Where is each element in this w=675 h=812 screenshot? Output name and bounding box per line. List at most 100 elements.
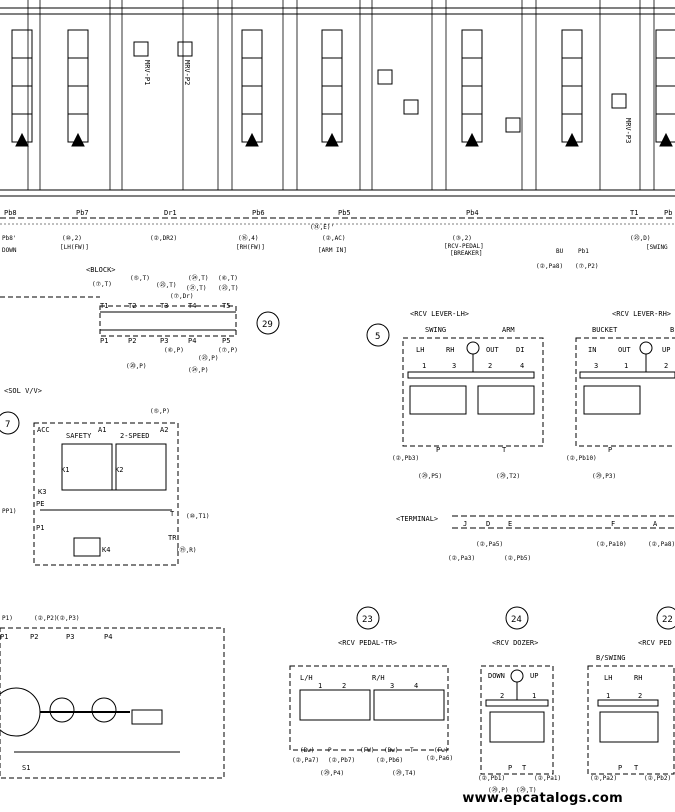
sol-label: K3 xyxy=(38,488,46,496)
pilot-bus xyxy=(0,217,675,225)
pedal2-label: LH xyxy=(604,674,612,682)
block-ref: (⑥,T) xyxy=(218,275,238,282)
pedal-tr-ref: (②,Pb6) xyxy=(376,757,403,764)
bus-port-label: Pb xyxy=(664,209,672,217)
block-port-top: T3 xyxy=(160,302,168,310)
spool-section xyxy=(241,85,263,115)
rcv-pedal-tr-title: <RCV PEDAL-TR> xyxy=(338,639,397,647)
spool-section xyxy=(461,57,483,87)
pedal-tr-bottom: (FW) xyxy=(360,747,374,754)
spool-section xyxy=(321,57,343,87)
spool-section xyxy=(67,29,89,59)
dozer-label: P xyxy=(508,764,512,772)
rcv-lh-title: <RCV LEVER-LH> xyxy=(410,310,469,318)
block-number: 29 xyxy=(262,320,273,330)
block-ref: (⑤,T) xyxy=(130,275,150,282)
block-ref: (㉑,T) xyxy=(186,284,206,292)
sol-ref: (⑤,P) xyxy=(150,408,170,415)
bus-ref-label: [BREAKER] xyxy=(450,250,483,257)
pump-label: P2 xyxy=(30,633,38,641)
spool-section xyxy=(561,29,583,59)
rcv-pedal-2-number: 22 xyxy=(662,615,673,625)
pedal-tr-bottom: (Fw) xyxy=(434,747,448,754)
terminal-ref: (②,Pa10) xyxy=(596,541,627,548)
pedal-tr-bottom: P xyxy=(328,747,332,754)
dozer-ref: (㉙,P) xyxy=(488,786,508,794)
spool-section xyxy=(655,57,675,87)
pump-label: P4 xyxy=(104,633,112,641)
bus-port-label: Dr1 xyxy=(164,209,177,217)
block-ref: (㉔,P) xyxy=(188,366,208,374)
bus-ref-label: Pb1 xyxy=(578,248,589,255)
bus-ref-label: [ARM IN] xyxy=(318,247,347,254)
sol-label: A2 xyxy=(160,426,168,434)
pedal-tr-ref: (㉙,P4) xyxy=(320,769,344,777)
rcv-lh-port: DI xyxy=(516,346,524,354)
dozer-ref: (㉙,T) xyxy=(516,786,536,794)
rcv-lh-num: 1 xyxy=(422,362,426,370)
sol-label: T xyxy=(170,510,175,518)
spool-section xyxy=(11,85,33,115)
rcv-pedal-tr-number: 23 xyxy=(362,615,373,625)
sol-label: K4 xyxy=(102,546,110,554)
dozer-label: 1 xyxy=(532,692,536,700)
bus-ref-label: Pb8' xyxy=(2,235,16,242)
pilot-arrow xyxy=(325,132,339,147)
pedal2-label: 1 xyxy=(606,692,610,700)
sol-label: K2 xyxy=(115,466,123,474)
pedal-tr-side: L/H xyxy=(300,674,313,682)
pedal2-label: B/SWING xyxy=(596,654,626,662)
rcv-lh-ref: (㉙,T2) xyxy=(496,472,520,480)
block-port-bottom: P4 xyxy=(188,337,196,345)
block-title: <BLOCK> xyxy=(86,266,116,274)
sol-label: 2-SPEED xyxy=(120,432,150,440)
sol-label: TR xyxy=(168,534,177,542)
rcv-pedal-2-title: <RCV PED xyxy=(638,639,672,647)
block-port-top: T4 xyxy=(188,302,196,310)
bus-ref-label: (②,Pa8) xyxy=(536,263,563,270)
terminal-ref: (②,Pa3) xyxy=(448,555,475,562)
rcv-lh-bottom: T xyxy=(502,446,507,454)
rcv-rh-ref: (㉙,P3) xyxy=(592,472,616,480)
sol-ref: (⑲,R) xyxy=(176,546,196,554)
bus-ref-label: (⑩,2) xyxy=(62,235,82,242)
pedal-tr-ref: (②,Pa6) xyxy=(426,755,453,762)
rcv-lh-num: 2 xyxy=(488,362,492,370)
sol-label: SAFETY xyxy=(66,432,92,440)
pedal-tr-bottom: T xyxy=(410,747,414,754)
spool-section xyxy=(655,29,675,59)
block-ref: (⑦,Dr) xyxy=(170,293,193,300)
pilot-arrow xyxy=(15,132,29,147)
rcv-rh-ref: (②,Pb10) xyxy=(566,455,597,462)
terminal-letter: F xyxy=(611,520,615,528)
bus-ref-label: BU xyxy=(556,248,564,255)
bus-port-label: Pb4 xyxy=(466,209,479,217)
pedal2-label: 2 xyxy=(638,692,642,700)
sol-label: ACC xyxy=(37,426,50,434)
rcv-lh-num: 4 xyxy=(520,362,524,370)
pedal-tr-ref: (㉙,T4) xyxy=(392,769,416,777)
sol-label: P1 xyxy=(36,524,44,532)
spool-section xyxy=(67,85,89,115)
block-ref: (㉓,T) xyxy=(156,281,176,289)
pump-label: P3 xyxy=(66,633,74,641)
spool-section xyxy=(321,29,343,59)
mrv-p1-label: MRV-P1 xyxy=(143,60,151,85)
rcv-lh-bottom: P xyxy=(436,446,440,454)
sol-label: K1 xyxy=(61,466,69,474)
block-ref: (⑥,P) xyxy=(164,347,184,354)
pedal-tr-ref: (②,Pb7) xyxy=(328,757,355,764)
rcv-rh-num: 2 xyxy=(664,362,668,370)
pedal-tr-num: 4 xyxy=(414,682,418,690)
block-port-bottom: P1 xyxy=(100,337,108,345)
block-ref: (⑦,T) xyxy=(92,281,112,288)
bus-port-label: Pb8 xyxy=(4,209,17,217)
pedal-tr-bottom: (Bw) xyxy=(384,747,398,754)
terminal-title: <TERMINAL> xyxy=(396,515,438,523)
bus-port-label: Pb6 xyxy=(252,209,265,217)
